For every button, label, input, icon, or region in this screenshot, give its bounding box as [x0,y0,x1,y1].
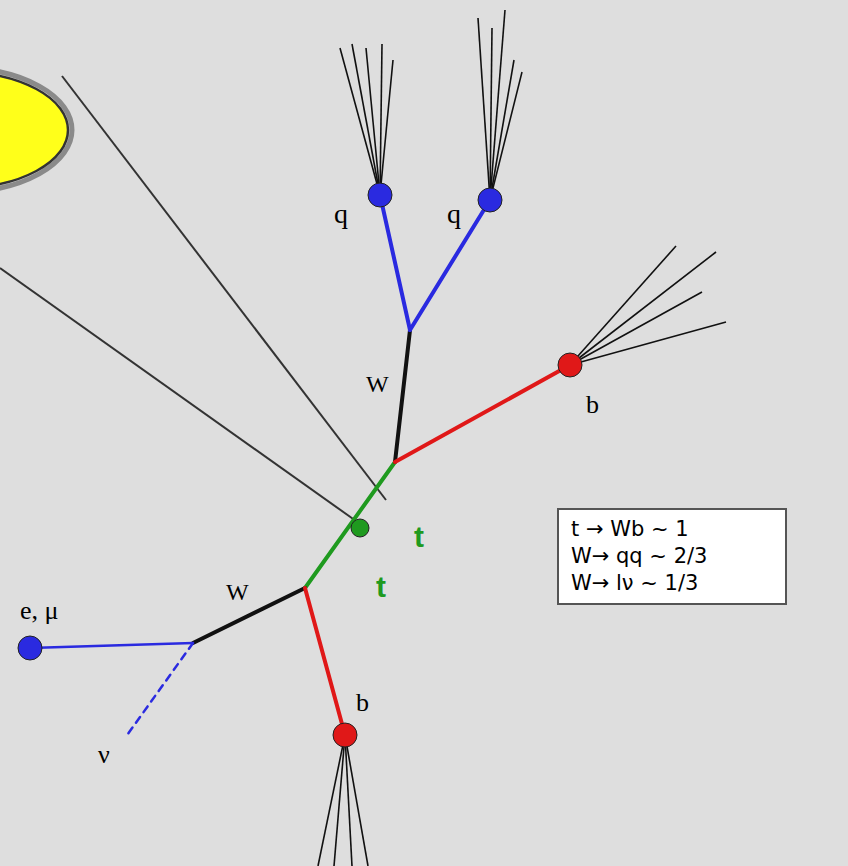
quark-dot [368,183,392,207]
callout-bubble [0,72,68,188]
neutrino-label: ν [98,742,110,768]
branching-box: t → Wb ~ 1W→ qq ~ 2/3W→ lν ~ 1/3 [557,508,787,605]
jet-track [334,735,345,866]
jet-track [352,44,380,195]
bquark-label: b [586,392,599,418]
quark-dot [478,188,502,212]
leader-line [0,268,356,521]
callout [0,68,386,521]
jet-track [570,246,676,365]
quark-line [410,200,490,330]
vertex-dots [18,183,582,747]
production-dot [351,519,369,537]
b-line [305,588,345,735]
jet-track [478,18,490,200]
quark-line [380,195,410,330]
jet-track [570,252,716,365]
lepton-dot [18,636,42,660]
jet-track [318,735,345,866]
bquark-label: b [356,690,369,716]
neutrino-line [125,643,193,738]
boson-label: W [226,580,249,604]
boson-label: W [366,372,389,396]
jet-track [570,322,726,365]
callout-ring [0,68,72,192]
quark-label: q [447,200,461,228]
top-label: t [376,572,386,602]
quark-label: q [334,200,348,228]
top-label: t [414,522,424,552]
jets [318,10,726,866]
jet-track [345,735,368,866]
b-dot [558,353,582,377]
jet-track [490,72,522,200]
jet-track [570,292,702,365]
branching-ratio: t → Wb ~ 1 [571,516,773,543]
leader-line [62,76,386,500]
branching-ratio: W→ lν ~ 1/3 [571,570,773,597]
branching-ratio: W→ qq ~ 2/3 [571,543,773,570]
w-line [193,588,305,643]
b-dot [333,723,357,747]
jet-track [340,48,380,195]
b-line [395,365,570,462]
w-line [395,330,410,462]
jet-track [490,60,514,200]
jet-track [366,48,380,195]
top-line [305,462,395,588]
lepton-label: e, μ [20,598,58,624]
particle-lines [30,195,570,738]
lepton-line [30,643,193,648]
jet-track [380,60,393,195]
